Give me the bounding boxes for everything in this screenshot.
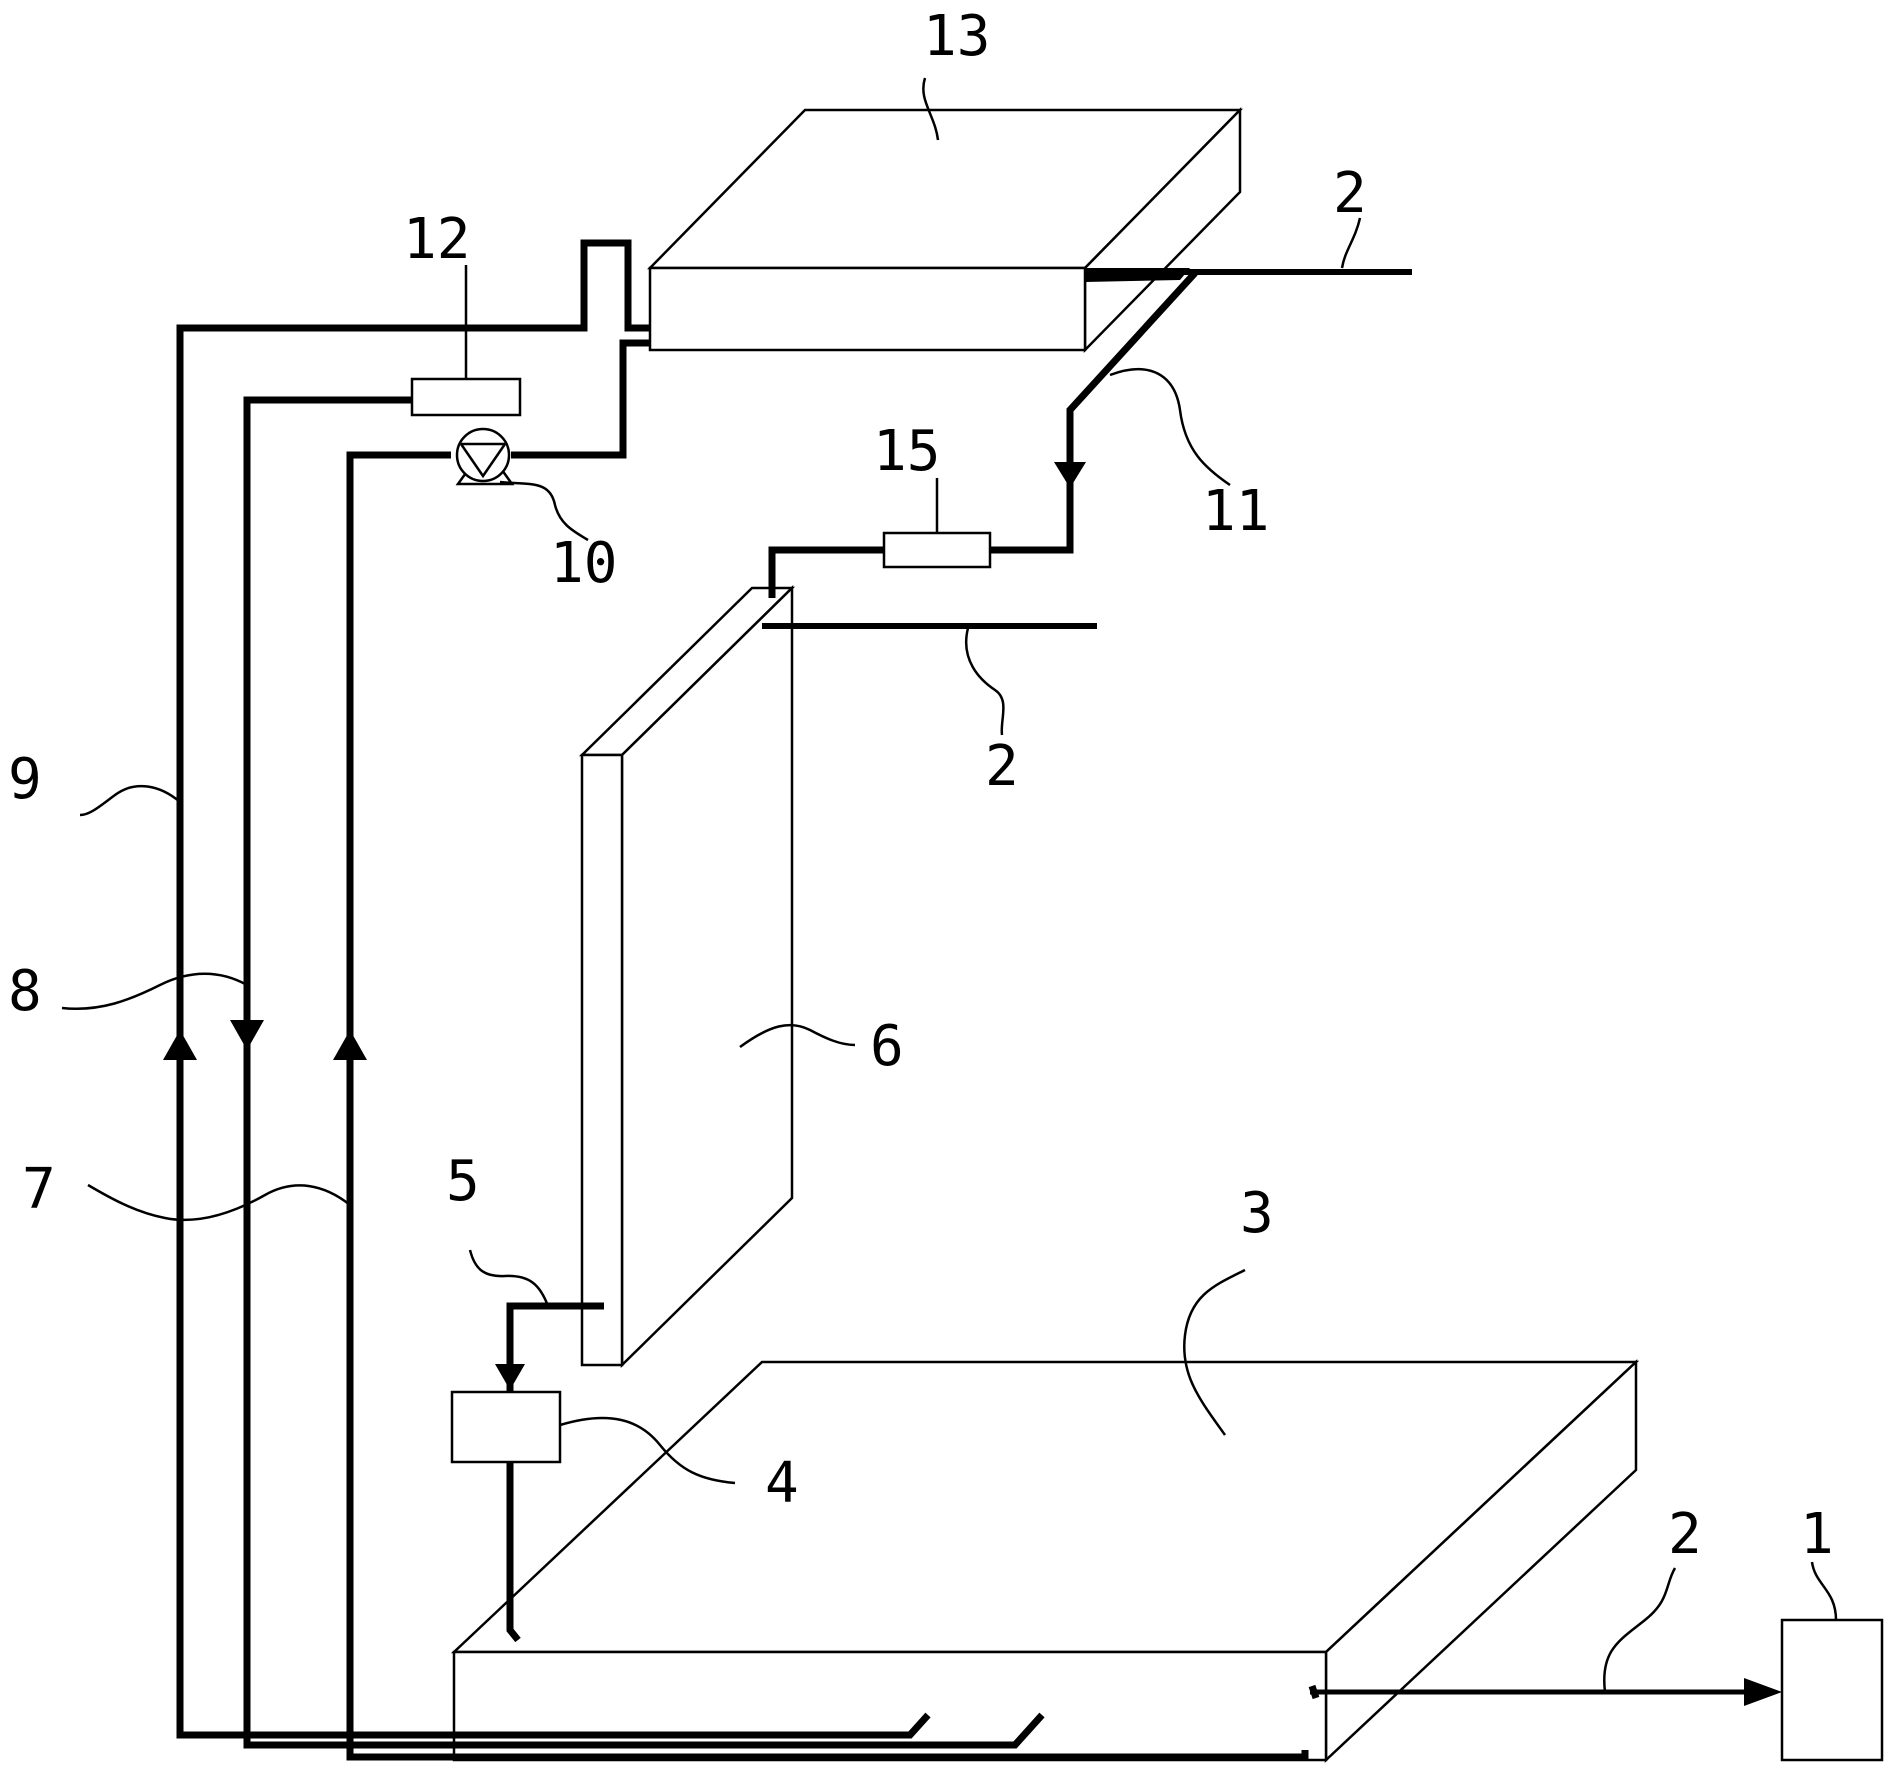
label-6: 6 — [870, 1014, 904, 1079]
pipe-7-pump-outlet — [511, 339, 650, 459]
leader-5 — [468, 1249, 550, 1307]
pipe-4-to-3 — [506, 1462, 521, 1643]
label-3: 3 — [1240, 1181, 1274, 1246]
pump-10-icon — [455, 427, 515, 486]
component-4-box — [450, 1390, 562, 1464]
label-15: 15 — [873, 419, 940, 484]
arrow-up-9 — [163, 1030, 197, 1060]
pipe-11-to-panel — [768, 546, 884, 598]
pipe-9 — [176, 1045, 931, 1739]
pipe-5 — [506, 1302, 604, 1392]
pipe-8 — [243, 396, 1045, 1749]
leader-8 — [61, 972, 248, 1010]
arrow-to-1 — [1744, 1678, 1782, 1706]
leader-13 — [922, 77, 940, 141]
label-10: 10 — [550, 531, 617, 596]
component-12-meter — [410, 377, 522, 417]
label-11: 11 — [1202, 479, 1269, 544]
leader-2a — [1340, 217, 1362, 269]
leader-2c — [1602, 1567, 1677, 1693]
leader-6 — [739, 1023, 856, 1049]
label-5: 5 — [446, 1149, 480, 1214]
leader-7 — [87, 1183, 351, 1222]
leader-11 — [1109, 367, 1231, 487]
label-12: 12 — [403, 207, 470, 272]
label-2-bottom: 2 — [1668, 1502, 1702, 1567]
component-15-meter — [882, 531, 992, 569]
leader-9 — [79, 784, 181, 817]
leader-2b — [965, 627, 1005, 736]
label-2-middle: 2 — [985, 734, 1019, 799]
leader-1 — [1810, 1561, 1838, 1621]
arrow-down-5 — [495, 1364, 525, 1390]
component-1-box — [1780, 1618, 1884, 1762]
leader-10 — [499, 480, 589, 542]
label-4: 4 — [765, 1451, 799, 1516]
pipe-7 — [346, 451, 1309, 1761]
arrow-down-8 — [230, 1020, 264, 1050]
leader-4 — [559, 1416, 736, 1485]
arrow-up-7 — [333, 1030, 367, 1060]
component-13-top-tank — [647, 106, 1243, 354]
leader-3 — [1182, 1268, 1246, 1436]
arrow-down-11 — [1054, 462, 1086, 488]
component-6-vertical-panel — [578, 585, 796, 1368]
label-1: 1 — [1800, 1502, 1834, 1567]
label-9: 9 — [8, 747, 42, 812]
label-2-top: 2 — [1333, 161, 1367, 226]
label-7: 7 — [22, 1157, 56, 1222]
component-3-bottom-basin — [450, 1359, 1640, 1763]
pipe-9-upper — [176, 239, 650, 1045]
label-13: 13 — [923, 4, 990, 69]
label-8: 8 — [8, 959, 42, 1024]
